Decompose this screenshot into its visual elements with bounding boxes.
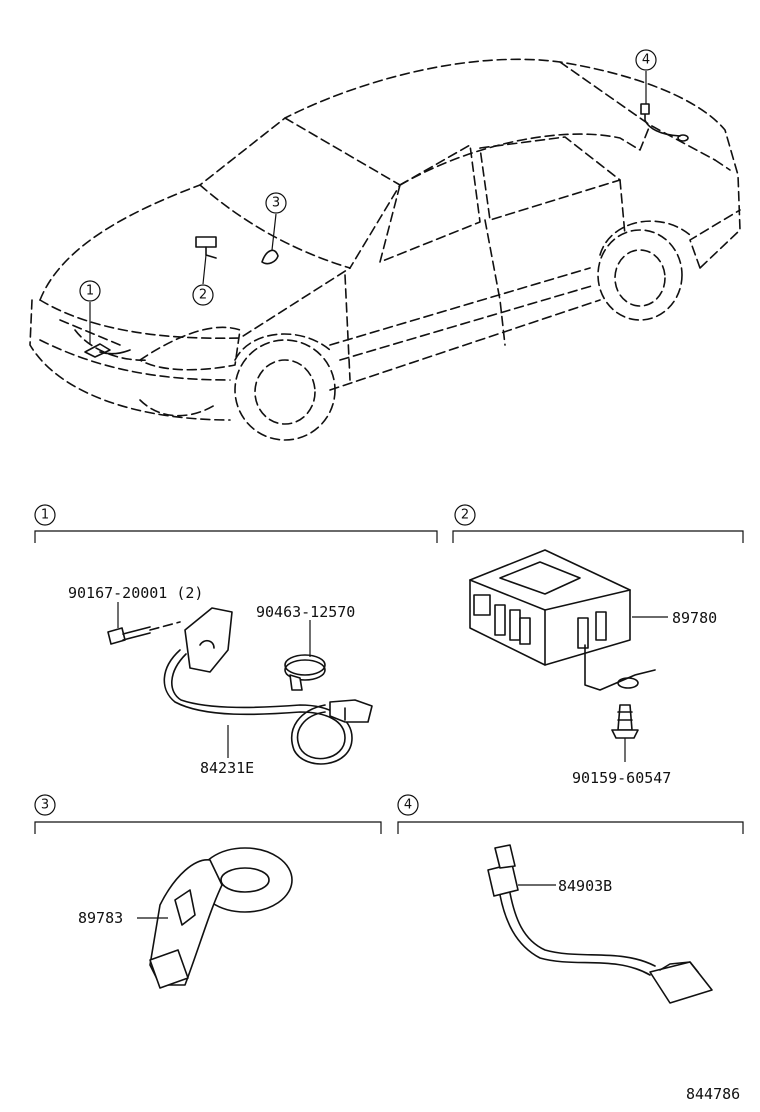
- part-label-bolt-2: 90159-60547: [572, 769, 671, 787]
- section-2-header: 2: [452, 504, 744, 543]
- svg-text:4: 4: [404, 798, 412, 813]
- section-3-header: 3: [34, 794, 382, 834]
- diagram-id: 844786: [686, 1085, 740, 1103]
- callout-3: 3: [265, 192, 287, 251]
- section-4-header: 4: [397, 794, 744, 834]
- svg-text:4: 4: [642, 53, 650, 68]
- car-part-sensor-front: [84, 343, 131, 358]
- bolt-1-drawing: [107, 602, 181, 645]
- svg-text:3: 3: [272, 196, 280, 211]
- callout-1: 1: [79, 280, 101, 345]
- callout-2: 2: [192, 254, 214, 306]
- module-drawing: [469, 549, 668, 691]
- svg-text:3: 3: [41, 798, 49, 813]
- part-label-bolt-1: 90167-20001 (2): [68, 584, 203, 602]
- svg-text:1: 1: [41, 508, 49, 523]
- bracket-1-drawing: [184, 607, 233, 673]
- callout-4: 4: [635, 49, 657, 104]
- svg-text:2: 2: [461, 508, 469, 523]
- part-label-cable-4: 84903B: [558, 877, 612, 895]
- harness-drawing: [163, 649, 373, 765]
- part-label-module: 89780: [672, 609, 717, 627]
- section-1-header: 1: [34, 504, 438, 543]
- car-part-module: [195, 236, 217, 259]
- clamp-drawing: [284, 620, 326, 691]
- car-part-sensor-hood: [261, 249, 279, 265]
- bolt-2-drawing: [611, 704, 639, 762]
- svg-text:2: 2: [199, 288, 207, 303]
- car-part-cable-rear: [640, 103, 689, 142]
- svg-text:1: 1: [86, 284, 94, 299]
- part-label-clamp: 90463-12570: [256, 603, 355, 621]
- part-label-sensor-3: 89783: [78, 909, 123, 927]
- car-outline: [29, 58, 741, 441]
- cable-4-drawing: [487, 844, 713, 1004]
- part-label-harness: 84231E: [200, 759, 254, 777]
- sensor-3-drawing: [137, 847, 293, 989]
